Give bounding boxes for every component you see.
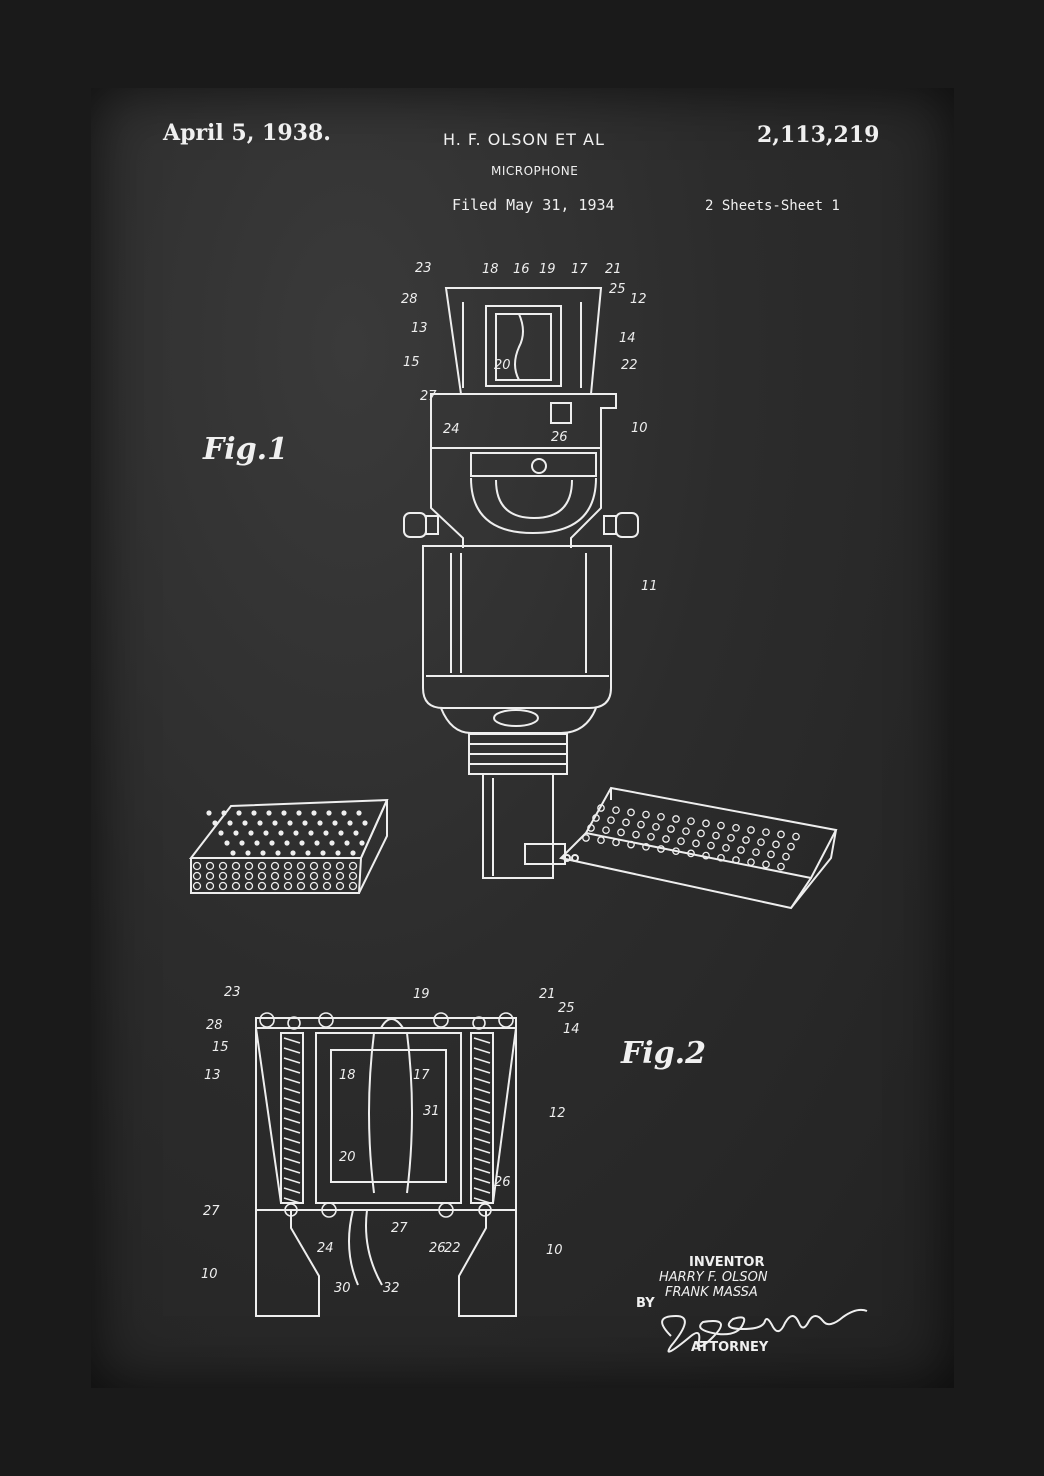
ref-numeral: 25	[558, 1001, 575, 1016]
attorney-signature	[661, 1308, 868, 1353]
fig2-coils	[283, 1037, 491, 1204]
attorney-label: ATTORNEY	[691, 1340, 769, 1355]
fig1-label: Fig.1	[203, 432, 288, 467]
fig2-screws	[259, 1012, 514, 1218]
ref-numeral: 10	[631, 421, 648, 436]
inventor-label: INVENTOR	[689, 1255, 765, 1270]
inventors-heading: H. F. OLSON ET AL	[443, 130, 605, 149]
ref-numeral: 19	[413, 987, 430, 1002]
patent-title: MICROPHONE	[491, 164, 579, 178]
ref-numeral: 14	[619, 331, 636, 346]
perforations-right	[582, 804, 800, 871]
ref-numeral: 12	[630, 292, 647, 307]
fig2-label: Fig.2	[621, 1036, 706, 1071]
inventor-name-2: FRANK MASSA	[665, 1285, 758, 1300]
ref-numeral: 20	[339, 1150, 356, 1165]
ref-numeral: 31	[423, 1104, 440, 1119]
by-label: BY	[636, 1296, 655, 1311]
ref-numeral: 27	[420, 389, 437, 404]
ref-numeral: 24	[317, 1241, 334, 1256]
ref-numeral: 25	[609, 282, 626, 297]
ref-numeral: 10	[546, 1243, 563, 1258]
ref-numeral: 24	[443, 422, 460, 437]
ref-numeral: 30	[334, 1281, 351, 1296]
ref-numeral: 26	[551, 430, 568, 445]
perforated-screen-right	[558, 786, 838, 910]
ref-numeral: 12	[549, 1106, 566, 1121]
ref-numeral: 17	[413, 1068, 430, 1083]
fig1-microphone	[403, 287, 639, 879]
ref-numeral: 27	[391, 1221, 408, 1236]
inventor-name-1: HARRY F. OLSON	[659, 1270, 768, 1285]
ref-numeral: 22	[444, 1241, 461, 1256]
ref-numeral: 27	[203, 1204, 220, 1219]
ref-numeral: 10	[201, 1267, 218, 1282]
ref-numeral: 16	[513, 262, 530, 277]
ref-numeral: 14	[563, 1022, 580, 1037]
ref-numeral: 26	[494, 1175, 511, 1190]
ref-numeral: 13	[411, 321, 428, 336]
ref-numeral: 11	[641, 579, 658, 594]
sheet-count: 2 Sheets-Sheet 1	[705, 198, 840, 214]
patent-drawing	[188, 287, 868, 1353]
ref-numeral: 21	[539, 987, 556, 1002]
ref-numeral: 23	[415, 261, 432, 276]
perforated-screen-left	[188, 798, 389, 894]
ref-numeral: 19	[539, 262, 556, 277]
ref-numeral: 26	[429, 1241, 446, 1256]
ref-numeral: 20	[494, 358, 511, 373]
filed-date: Filed May 31, 1934	[452, 196, 615, 214]
ref-numeral: 15	[212, 1040, 229, 1055]
ref-numeral: 18	[482, 262, 499, 277]
ref-numeral: 22	[621, 358, 638, 373]
chalkboard-print: April 5, 1938. H. F. OLSON ET AL MICROPH…	[91, 88, 954, 1388]
ref-numeral: 18	[339, 1068, 356, 1083]
patent-date: April 5, 1938.	[163, 120, 331, 146]
ref-numeral: 28	[401, 292, 418, 307]
fig2-cross-section	[255, 1017, 517, 1317]
ref-numeral: 23	[224, 985, 241, 1000]
ref-numeral: 17	[571, 262, 588, 277]
ref-numeral: 32	[383, 1281, 400, 1296]
perforations-left	[192, 810, 368, 891]
ref-numeral: 15	[403, 355, 420, 370]
ref-numeral: 21	[605, 262, 622, 277]
ref-numeral: 13	[204, 1068, 221, 1083]
ref-numeral: 28	[206, 1018, 223, 1033]
patent-number: 2,113,219	[757, 122, 880, 148]
